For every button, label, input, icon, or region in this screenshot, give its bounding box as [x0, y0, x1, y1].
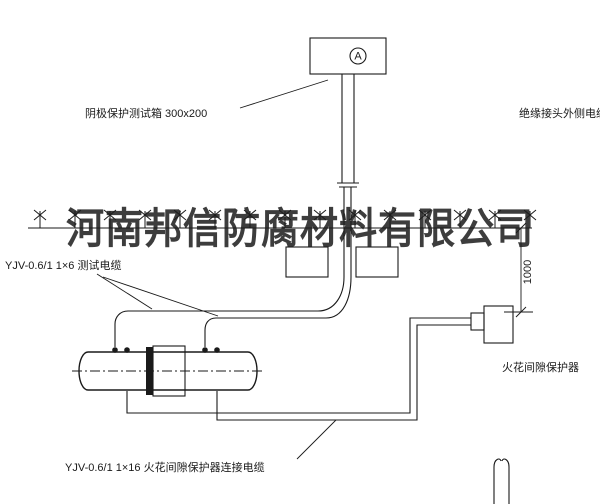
test-cable-right: [204, 276, 352, 347]
protector-cable-label: YJV-0.6/1 1×16 火花间隙保护器连接电缆: [65, 460, 265, 474]
ground-line: [28, 209, 537, 229]
test-cable-leader-1: [96, 273, 153, 310]
test-cables: [114, 276, 352, 347]
test-cable-label: YJV-0.6/1 1×6 测试电缆: [5, 259, 121, 272]
spark-gap-protector: [483, 305, 514, 344]
protector-cable-leader: [296, 419, 337, 460]
concrete-blocks: [285, 246, 399, 278]
test-box-label: 阴极保护测试箱 300x200: [85, 106, 207, 120]
protector-cable-right: [216, 324, 471, 421]
test-box-leader: [239, 79, 329, 109]
conduit-riser: [337, 74, 359, 277]
leader-lines: [96, 79, 337, 460]
cable-weld-point: [202, 347, 208, 353]
spark-gap-circuit: [126, 305, 514, 421]
ammeter-symbol: [349, 47, 367, 65]
cable-weld-point: [124, 347, 130, 353]
pipeline: [72, 345, 264, 397]
insulated-joint-cable-label: 绝缘接头外侧电缆: [519, 106, 600, 120]
test-box: A: [309, 37, 387, 75]
spark-gap-protector-label: 火花间隙保护器: [502, 360, 579, 374]
pipe-riser-symbol: [493, 458, 510, 504]
joint-flange: [146, 347, 153, 395]
grass-symbol: [33, 209, 47, 229]
test-cable-leader-2: [102, 276, 219, 317]
cable-weld-point: [214, 347, 220, 353]
concrete-block-right: [355, 246, 399, 278]
watermark-text: 河南邦信防腐材料有限公司: [66, 206, 534, 253]
protector-cable-left: [126, 317, 471, 414]
insulating-joint: [152, 345, 186, 397]
protector-terminal: [470, 312, 485, 331]
concrete-block-left: [285, 246, 329, 278]
depth-dimension-label: 1000: [522, 260, 534, 284]
depth-dimension: 1000: [504, 222, 534, 318]
dimension-ticks: [515, 222, 527, 318]
ammeter-letter: A: [354, 51, 362, 63]
cable-weld-point: [112, 347, 118, 353]
test-cable-left: [114, 276, 345, 347]
